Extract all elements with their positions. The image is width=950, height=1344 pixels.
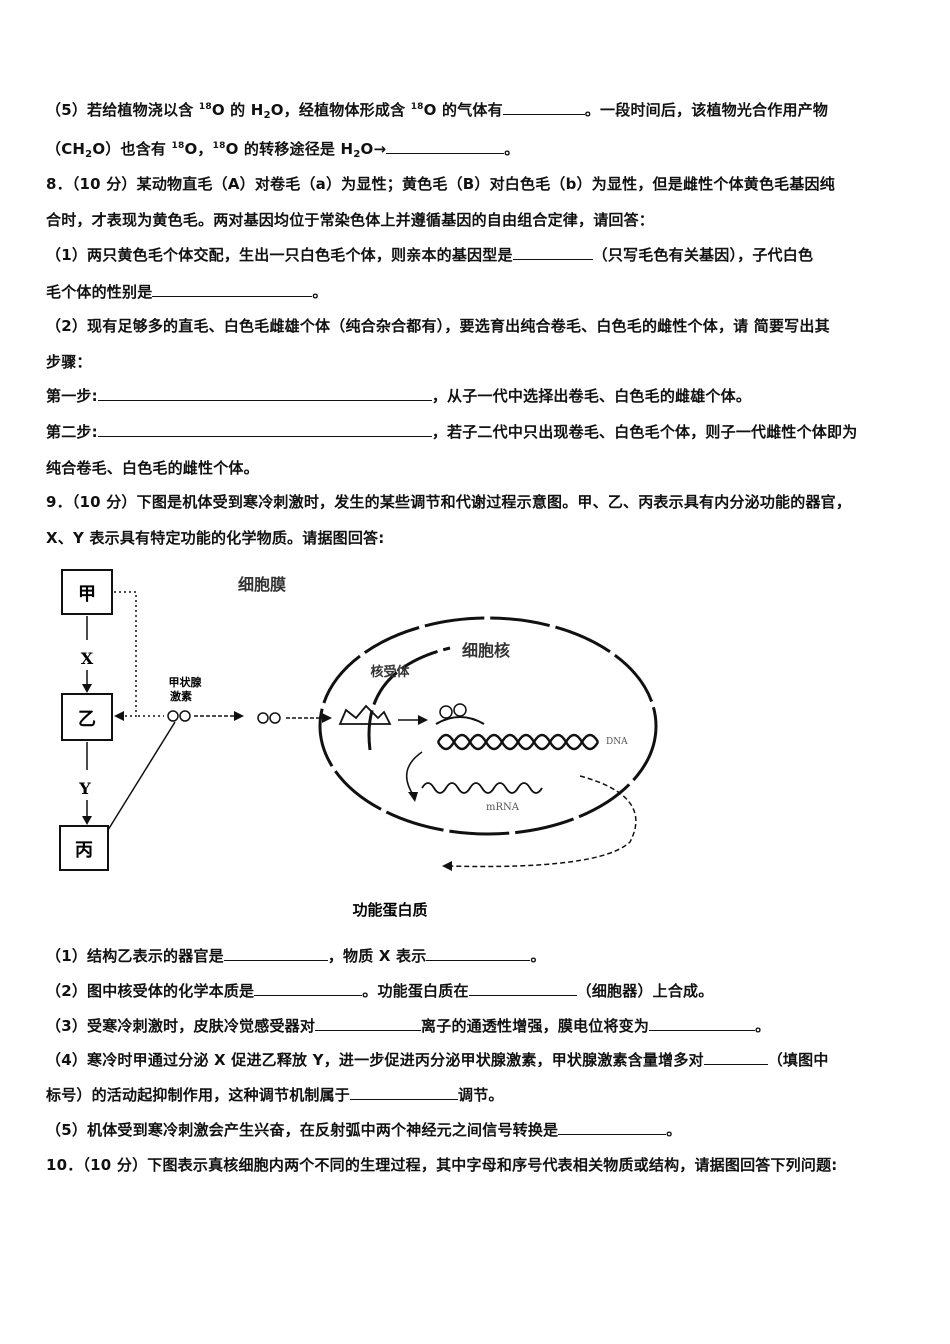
q8-step2: 第二步:，若子二代中只出现卷毛、白色毛个体，则子一代雌性个体即为 xyxy=(46,422,858,441)
label-y: Y xyxy=(78,779,91,798)
answer-blank[interactable] xyxy=(703,1050,768,1065)
answer-blank[interactable] xyxy=(426,946,531,961)
answer-blank[interactable] xyxy=(558,1120,667,1135)
q10-line1: 10．（10 分）下图表示真核细胞内两个不同的生理过程，其中字母和序号代表相关物… xyxy=(46,1156,838,1174)
box-yi-label: 乙 xyxy=(78,709,96,730)
nuclear-envelope xyxy=(367,646,451,751)
hormone-label-2: 激素 xyxy=(170,689,192,703)
regulation-diagram: 甲 乙 丙 X Y 甲状腺 激素 细胞膜 细胞核 核受体 DNA mRNA xyxy=(59,569,658,919)
dna-strand xyxy=(436,733,600,751)
q9-part3: （3）受寒冷刺激时，皮肤冷觉感受器对离子的通透性增强，膜电位将变为。 xyxy=(46,1016,771,1035)
transcription-arrow xyxy=(405,751,423,797)
q9-part4-line1: （4）寒冷时甲通过分泌 X 促进乙释放 Y，进一步促进丙分泌甲状腺激素，甲状腺激… xyxy=(46,1050,829,1069)
answer-blank[interactable] xyxy=(152,282,313,297)
q8-step2-cont: 纯合卷毛、白色毛的雌性个体。 xyxy=(46,459,259,477)
q9-part2: （2）图中核受体的化学本质是。功能蛋白质在（细胞器）上合成。 xyxy=(46,981,714,1000)
answer-blank[interactable] xyxy=(315,1016,422,1031)
q9-line1: 9．（10 分）下图是机体受到寒冷刺激时，发生的某些调节和代谢过程示意图。甲、乙… xyxy=(46,493,852,511)
q8-line1: 8．（10 分）某动物直毛（A）对卷毛（a）为显性；黄色毛（B）对白色毛（b）为… xyxy=(46,175,835,193)
q9-part5: （5）机体受到寒冷刺激会产生兴奋，在反射弧中两个神经元之间信号转换是。 xyxy=(46,1120,682,1139)
answer-blank[interactable] xyxy=(468,981,577,996)
transcription-arrowhead xyxy=(408,792,418,802)
q8-part1-line1: （1）两只黄色毛个体交配，生出一只白色毛个体，则亲本的基因型是（只写毛色有关基因… xyxy=(46,245,814,264)
box-jia xyxy=(61,569,113,615)
protein-label: 功能蛋白质 xyxy=(352,901,427,919)
arrowhead-y xyxy=(82,816,92,825)
nuclear-receptor xyxy=(338,704,392,725)
answer-blank[interactable] xyxy=(649,1016,756,1031)
box-yi xyxy=(61,693,113,741)
hormone-molecule xyxy=(167,710,179,722)
answer-blank[interactable] xyxy=(223,946,328,961)
translation-arrow xyxy=(447,775,637,868)
q7-part5-line1: （5）若给植物浇以含 18O 的 H2O，经植物体形成含 18O 的气体有。一段… xyxy=(46,100,829,121)
q8-step1: 第一步:，从子一代中选择出卷毛、白色毛的雌雄个体。 xyxy=(46,386,752,405)
hormone-label-1: 甲状腺 xyxy=(169,675,203,689)
answer-blank[interactable] xyxy=(97,386,432,401)
feedback-arrowhead xyxy=(114,711,124,721)
answer-blank[interactable] xyxy=(97,422,432,437)
receptor-arrowhead xyxy=(418,715,428,725)
box-jia-label: 甲 xyxy=(78,584,96,605)
box-bing-label: 丙 xyxy=(75,840,93,861)
binding-complex xyxy=(435,716,485,725)
q9-line2: X、Y 表示具有特定功能的化学物质。请据图回答: xyxy=(46,529,385,547)
answer-blank[interactable] xyxy=(512,245,593,260)
hormone-arrowhead-2 xyxy=(322,713,332,723)
q8-line2: 合时，才表现为黄色毛。两对基因均位于常染色体上并遵循基因的自由组合定律，请回答： xyxy=(46,211,655,229)
translation-arrowhead xyxy=(442,861,452,871)
receptor-label: 核受体 xyxy=(370,664,410,680)
q8-part2-line1: （2）现有足够多的直毛、白色毛雌雄个体（纯合杂合都有），要选育出纯合卷毛、白色毛… xyxy=(46,317,830,335)
hormone-molecule-2 xyxy=(257,712,269,724)
binding-complex xyxy=(439,705,453,719)
cell-membrane xyxy=(318,616,658,836)
bing-to-hormone-line xyxy=(107,721,176,831)
nucleus-label: 细胞核 xyxy=(462,641,510,660)
q9-part1: （1）结构乙表示的器官是，物质 X 表示。 xyxy=(46,946,546,965)
dna-label: DNA xyxy=(606,737,628,747)
q8-part2-line2: 步骤： xyxy=(46,353,92,371)
q9-part4-line2: 标号）的活动起抑制作用，这种调节机制属于调节。 xyxy=(46,1085,504,1104)
arrowhead-x xyxy=(82,684,92,693)
answer-blank[interactable] xyxy=(386,139,505,154)
mrna-label: mRNA xyxy=(486,802,520,813)
q7-part5-line2: （CH2O）也含有 18O，18O 的转移途径是 H2O→。 xyxy=(46,139,520,160)
answer-blank[interactable] xyxy=(254,981,363,996)
answer-blank[interactable] xyxy=(350,1085,459,1100)
q8-part1-line2: 毛个体的性别是。 xyxy=(46,282,328,301)
feedback-dotted-line xyxy=(114,591,137,717)
hormone-molecule-2 xyxy=(269,712,281,724)
answer-blank[interactable] xyxy=(502,100,585,115)
hormone-arrowhead-1 xyxy=(234,711,244,721)
mrna-strand xyxy=(421,782,543,794)
binding-complex xyxy=(453,703,467,717)
hormone-molecule xyxy=(179,710,191,722)
box-bing xyxy=(59,825,109,871)
membrane-label: 细胞膜 xyxy=(238,575,286,594)
label-x: X xyxy=(81,649,94,668)
